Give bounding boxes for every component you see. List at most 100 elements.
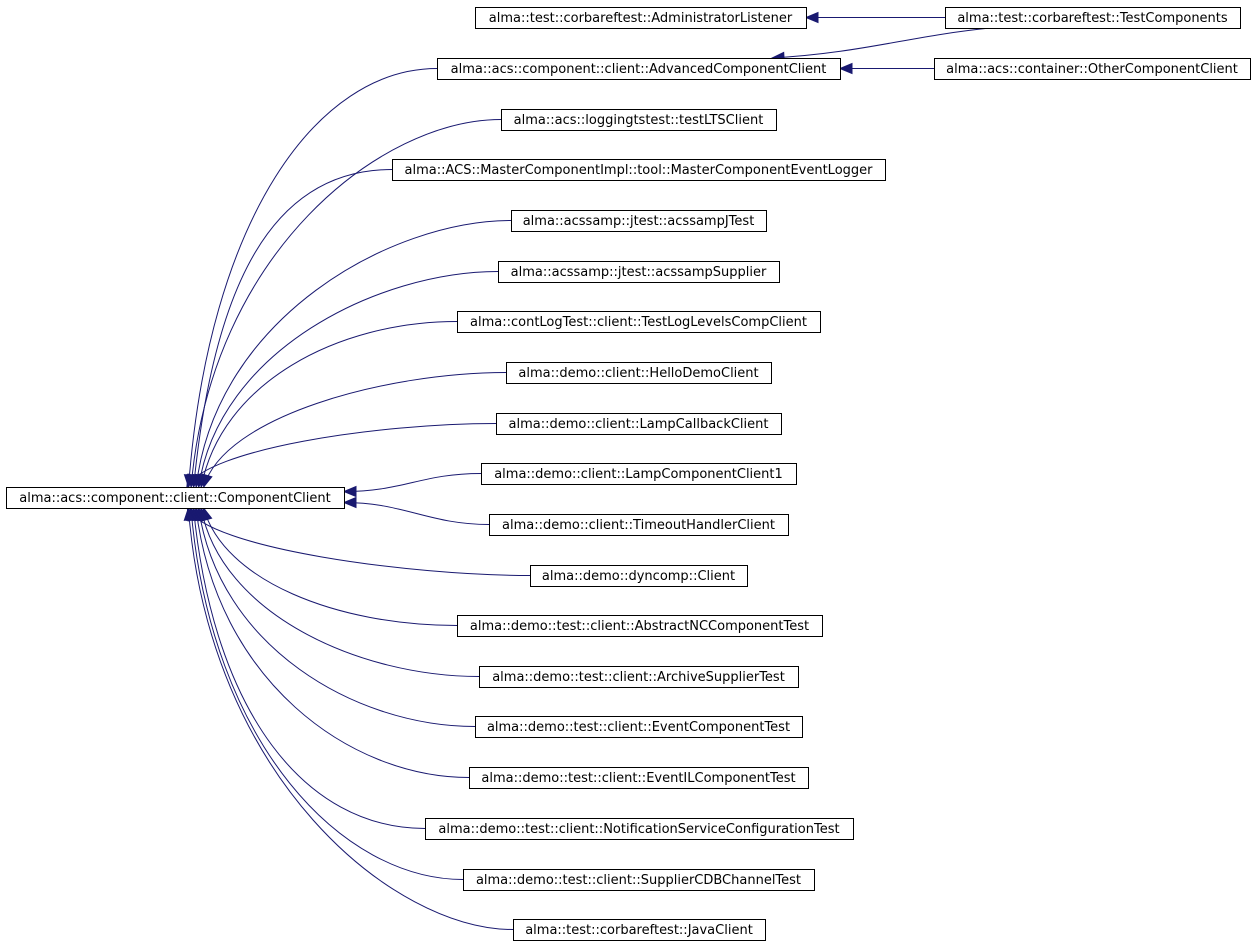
- edge-log_levels-to-component_client-line: [200, 321, 458, 488]
- class-node-box: [475, 7, 807, 29]
- class-node-label: alma::demo::client::LampComponentClient1: [494, 467, 783, 482]
- class-node-box: [945, 7, 1241, 29]
- class-node-dyncomp_client[interactable]: alma::demo::dyncomp::Client: [530, 565, 748, 587]
- class-node-label: alma::demo::client::LampCallbackClient: [509, 417, 769, 432]
- edge-notification_config-to-component_client: [188, 506, 426, 829]
- class-node-other_client[interactable]: alma::acs::container::OtherComponentClie…: [934, 58, 1251, 80]
- edge-java_client-to-component_client-arrowhead: [183, 506, 196, 521]
- class-node-box: [481, 463, 797, 485]
- class-node-box: [457, 311, 821, 333]
- edge-java_client-to-component_client: [183, 506, 514, 930]
- class-node-box: [513, 919, 766, 941]
- class-node-acssamp_supplier[interactable]: alma::acssamp::jtest::acssampSupplier: [498, 261, 780, 283]
- class-node-label: alma::test::corbareftest::AdministratorL…: [489, 11, 793, 26]
- class-node-timeout_handler[interactable]: alma::demo::client::TimeoutHandlerClient: [489, 514, 789, 536]
- class-node-java_client[interactable]: alma::test::corbareftest::JavaClient: [513, 919, 766, 941]
- class-node-hello_demo[interactable]: alma::demo::client::HelloDemoClient: [506, 362, 772, 384]
- class-node-lamp_callback[interactable]: alma::demo::client::LampCallbackClient: [496, 413, 782, 435]
- edge-event_component-to-component_client-line: [198, 507, 476, 727]
- class-node-label: alma::acs::loggingtstest::testLTSClient: [514, 113, 764, 128]
- edge-log_levels-to-component_client: [197, 321, 458, 489]
- class-node-admin_listener[interactable]: alma::test::corbareftest::AdministratorL…: [475, 7, 807, 29]
- edge-lamp_component-to-component_client-arrowhead: [342, 485, 357, 498]
- edge-lamp_callback-to-component_client: [186, 423, 497, 489]
- class-node-label: alma::demo::dyncomp::Client: [542, 569, 735, 584]
- edge-test_components-to-advanced_client: [770, 27, 991, 64]
- class-node-box: [437, 58, 841, 80]
- edge-event_il-to-component_client-line: [195, 507, 470, 778]
- edge-timeout_handler-to-component_client-line: [343, 502, 490, 525]
- class-node-test_components[interactable]: alma::test::corbareftest::TestComponents: [945, 7, 1241, 29]
- class-node-box: [530, 565, 748, 587]
- class-node-lts_client[interactable]: alma::acs::loggingtstest::testLTSClient: [501, 109, 777, 131]
- edge-event_component-to-component_client: [194, 506, 476, 727]
- class-node-box: [469, 767, 809, 789]
- edge-notification_config-to-component_client-line: [192, 507, 426, 829]
- edge-lamp_component-to-component_client: [342, 473, 482, 498]
- class-node-advanced_client[interactable]: alma::acs::component::client::AdvancedCo…: [437, 58, 841, 80]
- edge-acssamp_supplier-to-component_client: [194, 271, 499, 489]
- class-node-box: [489, 514, 789, 536]
- edge-other_client-to-advanced_client: [838, 62, 934, 75]
- class-node-box: [457, 615, 823, 637]
- edge-advanced_client-to-component_client: [183, 68, 438, 489]
- class-node-supplier_cdb[interactable]: alma::demo::test::client::SupplierCDBCha…: [463, 869, 815, 891]
- edge-master_logger-to-component_client: [189, 169, 393, 489]
- class-node-label: alma::demo::test::client::EventComponent…: [487, 720, 790, 735]
- edge-supplier_cdb-to-component_client-line: [190, 507, 464, 880]
- class-node-label: alma::contLogTest::client::TestLogLevels…: [470, 315, 807, 330]
- class-node-label: alma::acssamp::jtest::acssampSupplier: [511, 265, 767, 280]
- class-node-label: alma::demo::client::TimeoutHandlerClient: [502, 518, 775, 533]
- class-node-box: [392, 159, 886, 181]
- edge-dyncomp_client-to-component_client: [186, 506, 531, 576]
- class-node-box: [6, 487, 345, 509]
- class-node-acssamp_jtest[interactable]: alma::acssamp::jtest::acssampJTest: [511, 210, 767, 232]
- class-node-box: [496, 413, 782, 435]
- class-node-label: alma::demo::test::client::SupplierCDBCha…: [476, 873, 801, 888]
- class-node-log_levels[interactable]: alma::contLogTest::client::TestLogLevels…: [457, 311, 821, 333]
- class-node-box: [511, 210, 767, 232]
- class-node-box: [479, 666, 799, 688]
- edge-abstract_nc-to-component_client-line: [203, 507, 458, 626]
- edge-lts_client-to-component_client-line: [190, 119, 502, 488]
- edges-layer: [183, 11, 991, 930]
- class-node-event_il[interactable]: alma::demo::test::client::EventILCompone…: [469, 767, 809, 789]
- class-node-label: alma::test::corbareftest::JavaClient: [525, 923, 753, 938]
- nodes-layer: alma::acs::component::client::ComponentC…: [6, 7, 1251, 941]
- edge-hello_demo-to-component_client-arrowhead: [201, 473, 213, 489]
- edge-hello_demo-to-component_client-line: [203, 372, 507, 488]
- class-node-box: [463, 869, 815, 891]
- edge-acssamp_jtest-to-component_client: [191, 220, 512, 489]
- class-node-box: [934, 58, 1251, 80]
- edge-archive_supplier-to-component_client-line: [200, 507, 480, 677]
- edge-acssamp_jtest-to-component_client-line: [195, 220, 512, 488]
- class-node-box: [498, 261, 780, 283]
- class-node-abstract_nc[interactable]: alma::demo::test::client::AbstractNCComp…: [457, 615, 823, 637]
- class-node-label: alma::demo::test::client::ArchiveSupplie…: [492, 670, 785, 685]
- class-node-label: alma::demo::client::HelloDemoClient: [518, 366, 758, 381]
- class-node-box: [475, 716, 803, 738]
- class-node-label: alma::demo::test::client::EventILCompone…: [481, 771, 795, 786]
- edge-event_il-to-component_client: [191, 506, 470, 778]
- class-node-component_client[interactable]: alma::acs::component::client::ComponentC…: [6, 487, 345, 509]
- edge-dyncomp_client-to-component_client-line: [186, 507, 531, 576]
- class-node-master_logger[interactable]: alma::ACS::MasterComponentImpl::tool::Ma…: [392, 159, 886, 181]
- edge-test_components-to-admin_listener: [804, 11, 945, 24]
- class-node-lamp_component[interactable]: alma::demo::client::LampComponentClient1: [481, 463, 797, 485]
- edge-java_client-to-component_client-line: [187, 507, 514, 930]
- class-node-notification_config[interactable]: alma::demo::test::client::NotificationSe…: [425, 818, 854, 840]
- class-node-archive_supplier[interactable]: alma::demo::test::client::ArchiveSupplie…: [479, 666, 799, 688]
- edge-test_components-to-advanced_client-line: [771, 27, 991, 59]
- class-node-event_component[interactable]: alma::demo::test::client::EventComponent…: [475, 716, 803, 738]
- edge-acssamp_supplier-to-component_client-line: [198, 271, 499, 488]
- edge-advanced_client-to-component_client-line: [188, 68, 438, 488]
- edge-lamp_callback-to-component_client-arrowhead: [186, 473, 198, 489]
- class-node-label: alma::demo::test::client::AbstractNCComp…: [470, 619, 809, 634]
- class-node-label: alma::acssamp::jtest::acssampJTest: [523, 214, 755, 229]
- class-node-label: alma::demo::test::client::NotificationSe…: [438, 822, 839, 837]
- edge-timeout_handler-to-component_client-arrowhead: [342, 496, 357, 509]
- class-node-label: alma::test::corbareftest::TestComponents: [957, 11, 1228, 26]
- edge-master_logger-to-component_client-line: [193, 169, 393, 488]
- edge-hello_demo-to-component_client: [201, 372, 507, 489]
